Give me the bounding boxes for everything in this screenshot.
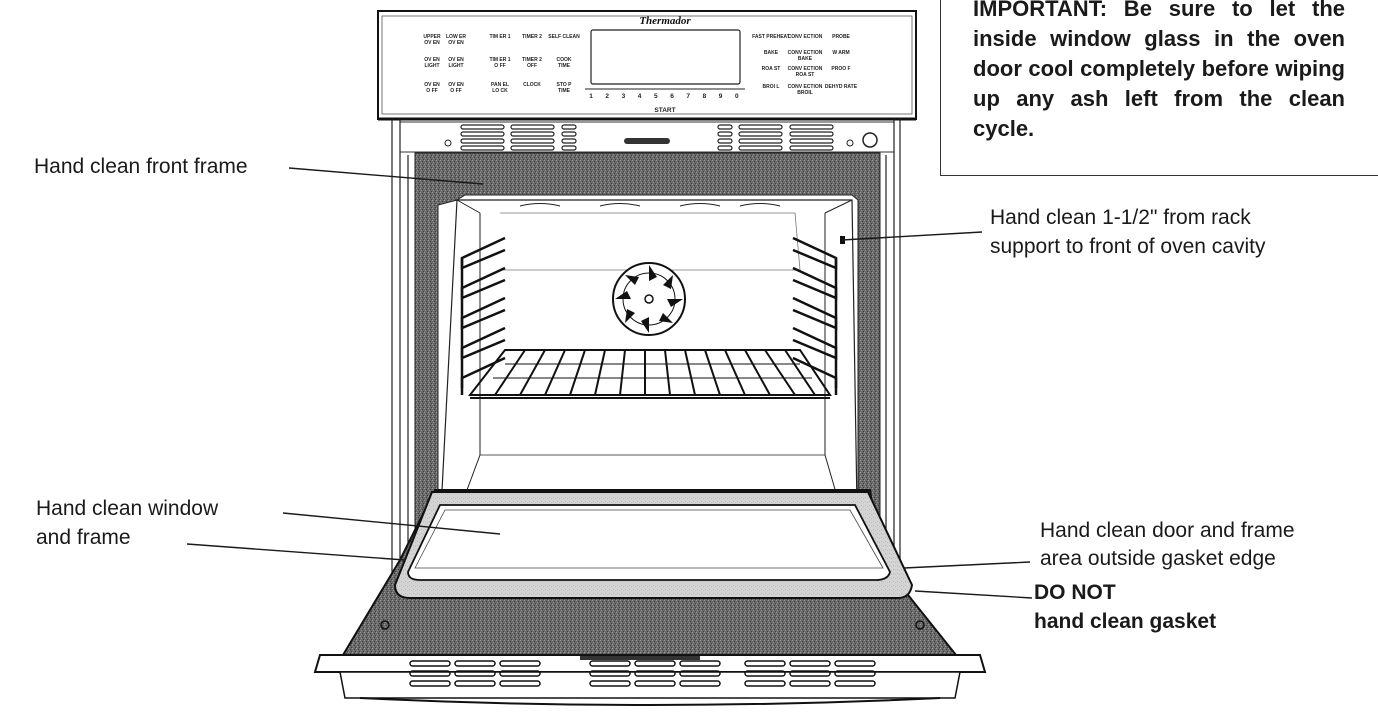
keypad-digit[interactable]: 2 [605, 93, 609, 100]
panel-button[interactable]: PROO F [831, 66, 850, 72]
convection-fan-icon [613, 263, 685, 335]
panel-button[interactable]: TIM ER 1 [489, 34, 510, 40]
brand-logo: Thermador [639, 15, 691, 27]
keypad-digit[interactable]: 4 [638, 93, 642, 100]
keypad-digit[interactable]: 7 [686, 93, 690, 100]
callout-front-frame: Hand clean front frame [34, 154, 248, 179]
callout-window-line2: and frame [36, 525, 131, 550]
keypad-digit[interactable]: 9 [719, 93, 723, 100]
panel-button[interactable]: CLOCK [523, 82, 541, 88]
panel-button[interactable]: DEHYD RATE [825, 84, 858, 90]
start-key-label: START [654, 107, 675, 114]
callout-gasket-line2: hand clean gasket [1034, 609, 1216, 634]
callout-rack-support-line1: Hand clean 1-1/2" from rack [990, 205, 1251, 230]
panel-button[interactable]: CONV ECTION [788, 34, 823, 40]
panel-button[interactable]: SELF CLEAN [548, 34, 580, 40]
keypad-digit[interactable]: 6 [670, 93, 674, 100]
callout-door-line2: area outside gasket edge [1040, 546, 1276, 571]
important-notice-text: IMPORTANT: Be sure to let the inside win… [973, 0, 1345, 144]
panel-button[interactable]: W ARM [832, 50, 849, 56]
callout-gasket-line1: DO NOT [1034, 580, 1116, 605]
panel-button[interactable]: TIMER 2 [522, 34, 542, 40]
keypad-digit[interactable]: 5 [654, 93, 658, 100]
panel-button[interactable]: PROBE [832, 34, 850, 40]
panel-button[interactable]: ROA ST [762, 66, 781, 72]
keypad-digit[interactable]: 3 [622, 93, 626, 100]
door-window [408, 505, 890, 580]
panel-button[interactable]: BAKE [764, 50, 779, 56]
keypad-digit[interactable]: 0 [735, 93, 739, 100]
callout-rack-support-line2: support to front of oven cavity [990, 234, 1265, 259]
upper-vent-trim [400, 122, 894, 152]
panel-button[interactable]: BROI L [763, 84, 780, 90]
callout-window-line1: Hand clean window [36, 496, 218, 521]
keypad-digit[interactable]: 1 [589, 93, 593, 100]
keypad-digit[interactable]: 8 [703, 93, 707, 100]
callout-door-line1: Hand clean door and frame [1040, 518, 1295, 543]
door-latch [624, 138, 670, 144]
display-window [591, 30, 740, 84]
panel-button[interactable]: FAST PREHEAT [752, 34, 790, 40]
